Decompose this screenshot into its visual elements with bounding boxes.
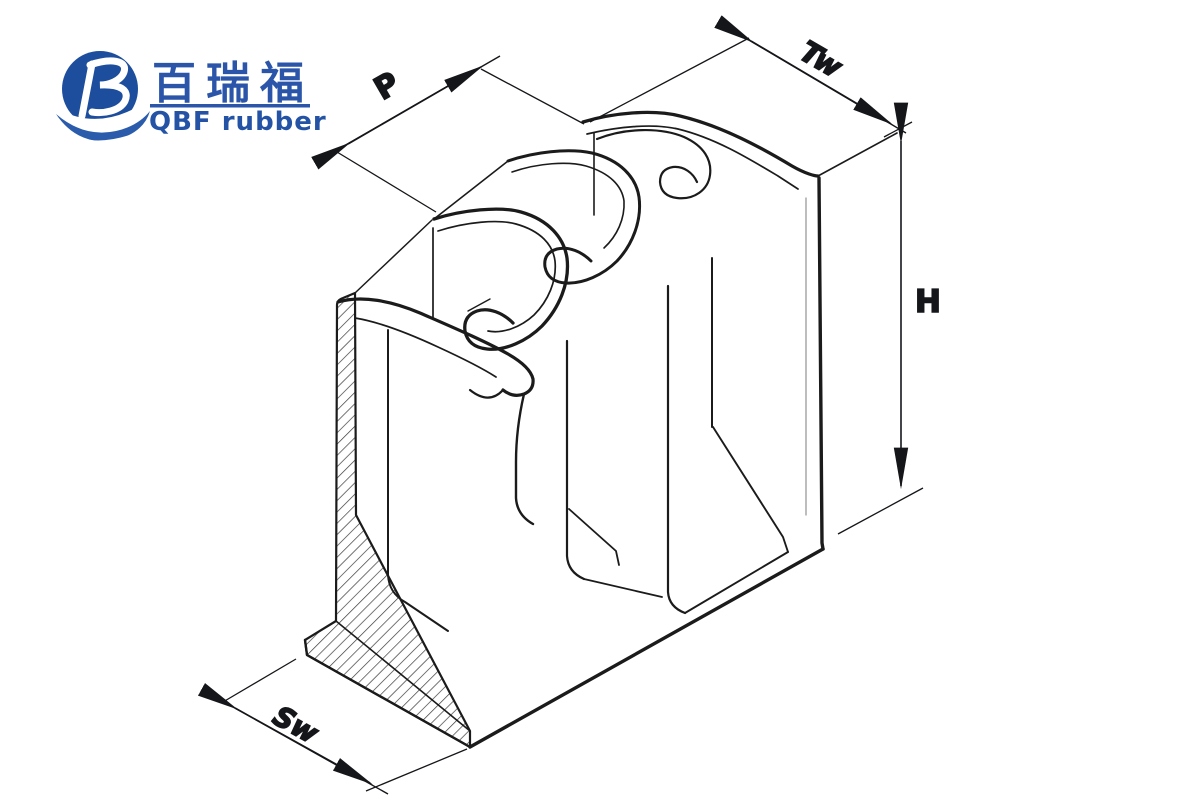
dimension-h: H — [837, 102, 942, 535]
dim-label-sw: Sw — [267, 699, 323, 750]
dimension-p: P — [311, 55, 585, 213]
logo-latin-text: QBF rubber — [149, 107, 327, 137]
dim-label-h: H — [915, 284, 941, 320]
logo-wave-cut — [60, 105, 141, 128]
fin-1 — [336, 219, 535, 632]
dimensions: P Tw H Sw — [197, 15, 942, 795]
dimension-tw: Tw — [589, 15, 907, 134]
logo-wave-icon — [56, 111, 150, 142]
base-plate — [303, 547, 825, 749]
logo-b-glyph — [78, 57, 130, 120]
fin-3 — [581, 110, 898, 614]
dim-label-p: P — [368, 65, 406, 108]
logo-chinese-text: 百瑞福 — [152, 58, 314, 109]
logo-wave-highlight — [66, 130, 143, 148]
dim-label-tw: Tw — [794, 34, 848, 85]
qbf-logo: 百瑞福 QBF rubber — [56, 51, 327, 148]
profile-object — [303, 110, 898, 749]
logo-underline — [150, 104, 310, 108]
fin-2 — [432, 149, 687, 615]
